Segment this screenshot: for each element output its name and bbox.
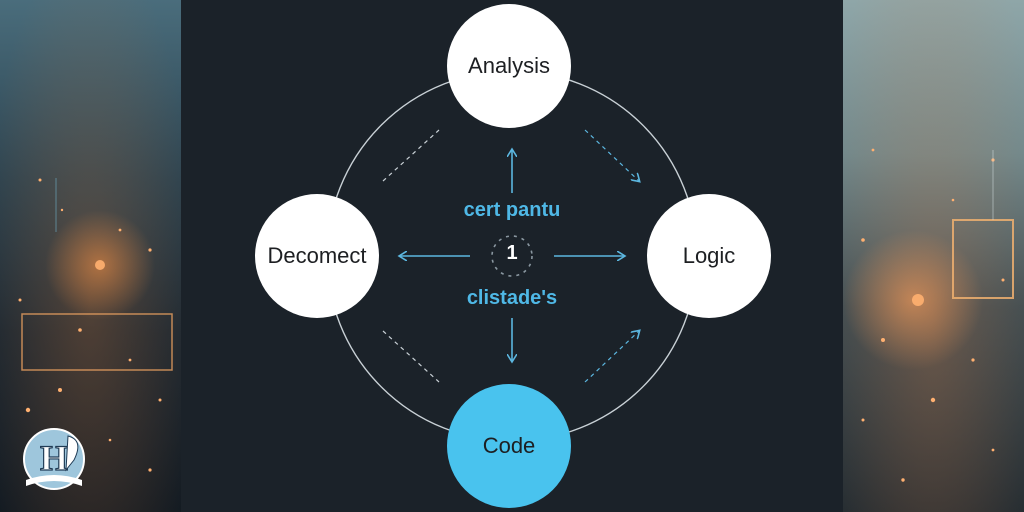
- left-particles: [18, 178, 173, 472]
- node-decomect: Decomect: [255, 194, 379, 318]
- node-logic-label: Logic: [682, 243, 736, 268]
- node-code-label: Code: [482, 433, 536, 458]
- left-background-panel: H: [0, 0, 181, 512]
- dashed-bottom-left: [382, 330, 440, 383]
- node-decomect-label: Decomect: [267, 243, 367, 268]
- center-dotted-ring: [491, 235, 533, 277]
- center-top-label: cert pantu: [463, 199, 561, 221]
- node-logic: Logic: [647, 194, 771, 318]
- node-analysis-label: Analysis: [468, 53, 550, 78]
- svg-text:H: H: [40, 438, 68, 478]
- center-bottom-label: clistade's: [466, 287, 558, 309]
- center-number: 1: [506, 241, 518, 264]
- cycle-diagram-panel: Analysis Decomect Logic Code cert pantu …: [181, 0, 843, 512]
- right-particles: [861, 148, 1014, 482]
- dashed-top-right: [584, 129, 639, 181]
- node-analysis: Analysis: [447, 4, 571, 128]
- book-quill-h-logo-icon: H: [23, 428, 85, 490]
- node-code: Code: [447, 384, 571, 508]
- dashed-top-left: [382, 129, 440, 182]
- right-background-panel: [843, 0, 1024, 512]
- dashed-bottom-right: [584, 331, 639, 383]
